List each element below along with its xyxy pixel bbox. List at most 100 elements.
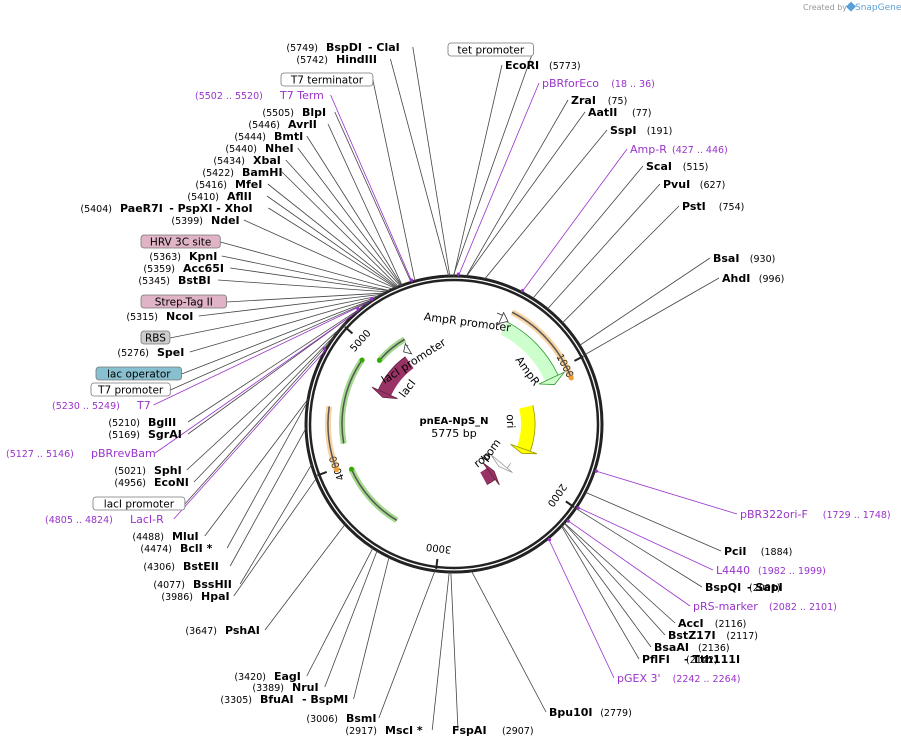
site-name: BclI * xyxy=(180,542,213,555)
site-ecori[interactable]: (5773)EcoRI xyxy=(505,59,581,72)
site-acc65i[interactable]: (5359)Acc65I xyxy=(143,262,224,275)
site-eagi[interactable]: (3420)EagI xyxy=(234,670,301,683)
primer-pbr322ori-f[interactable]: (1729 .. 1748)pBR322ori-F xyxy=(594,469,891,521)
site-bcli[interactable]: (4474)BclI * xyxy=(140,542,212,555)
site-pshai[interactable]: (3647)PshAI xyxy=(185,624,259,637)
leader-line xyxy=(181,297,377,375)
leader-line xyxy=(585,491,722,552)
site-xbai[interactable]: (5434)XbaI xyxy=(213,154,280,167)
leader-line xyxy=(226,400,309,549)
site-sspi[interactable]: (191)SspI xyxy=(610,124,672,137)
site-ncoi[interactable]: (5315)NcoI xyxy=(126,310,193,323)
site-bfuai[interactable]: (3305)BfuAI- BspMI xyxy=(220,693,348,706)
primer-laci-r[interactable]: (4805 .. 4824)LacI-R xyxy=(45,347,326,526)
primer-l4440[interactable]: (1982 .. 1999)L4440 xyxy=(576,506,826,577)
site-hpai[interactable]: (3986)HpaI xyxy=(161,590,229,603)
site-fspai[interactable]: (2907)FspAI xyxy=(452,724,534,737)
primer-pbrforeco[interactable]: (18 .. 36)pBRforEco xyxy=(456,77,655,276)
site-nhei[interactable]: (5440)NheI xyxy=(225,142,293,155)
box-t7-terminator[interactable]: T7 terminator xyxy=(280,72,374,87)
site-paer7i[interactable]: (5404)PaeR7I- PspXI - XhoI xyxy=(80,202,252,215)
site-ahdi[interactable]: (996)AhdI xyxy=(722,272,784,285)
site-kpni[interactable]: (5363)KpnI xyxy=(149,250,217,263)
site-aflii[interactable]: (5410)AflII xyxy=(187,190,251,203)
site-name: BspQI xyxy=(705,581,741,594)
site-aatii[interactable]: (77)AatII xyxy=(588,106,652,119)
site-bglii[interactable]: (5210)BglII xyxy=(108,416,176,429)
site-psti[interactable]: (754)PstI xyxy=(682,200,744,213)
box-frame xyxy=(140,330,171,345)
site-sgrai[interactable]: (5169)SgrAI xyxy=(108,428,181,441)
site-alias: - Tth111I xyxy=(684,653,740,666)
primer-pbrrevbam[interactable]: (5127 .. 5146)pBRrevBam xyxy=(6,307,360,460)
site-pflfi[interactable]: (2142)PflFI- Tth111I xyxy=(642,653,740,666)
primer-prs-marker[interactable]: (2082 .. 2101)pRS-marker xyxy=(566,519,837,613)
site-bsmi[interactable]: (3006)BsmI xyxy=(306,712,376,725)
site-position: (4488) xyxy=(132,532,164,543)
site-pvui[interactable]: (627)PvuI xyxy=(663,178,725,191)
leader-line xyxy=(306,135,403,286)
site-bstz17i[interactable]: (2117)BstZ17I xyxy=(668,629,758,642)
site-position: (5410) xyxy=(187,192,219,203)
primer-marker xyxy=(369,297,374,301)
leader-line xyxy=(575,507,703,588)
primer-t7[interactable]: (5230 .. 5249)T7 xyxy=(52,297,374,412)
primer-t7-term[interactable]: (5502 .. 5520)T7 Term xyxy=(195,89,414,282)
site-bmti[interactable]: (5444)BmtI xyxy=(234,130,303,143)
leader-lines xyxy=(153,46,738,731)
site-bspdi[interactable]: (5749)BspDI- ClaI xyxy=(286,41,399,54)
site-bspqi[interactable]: (2001)BspQI- SapI xyxy=(705,581,783,594)
site-msci[interactable]: (2917)MscI * xyxy=(345,724,423,737)
box-t7-promoter[interactable]: T7 promoter xyxy=(90,382,171,397)
primer-pgex-3[interactable]: (2242 .. 2264)pGEX 3' xyxy=(547,538,741,685)
primer-marker xyxy=(322,347,326,351)
site-bsshii[interactable]: (4077)BssHII xyxy=(153,578,231,591)
site-bsai[interactable]: (930)BsaI xyxy=(713,252,775,265)
site-ndei[interactable]: (5399)NdeI xyxy=(171,214,239,227)
site-name: EcoNI xyxy=(154,476,189,489)
feature-laci-body xyxy=(378,356,414,396)
site-mlui[interactable]: (4488)MluI xyxy=(132,530,198,543)
box-frame xyxy=(280,72,374,87)
box-hrv-3c-site[interactable]: HRV 3C site xyxy=(140,234,221,249)
box-tet-promoter[interactable]: tet promoter xyxy=(447,42,534,57)
box-strep-tag-ii[interactable]: Strep-Tag II xyxy=(140,294,227,309)
site-position: (5742) xyxy=(296,55,328,66)
primer-marker xyxy=(594,469,598,473)
box-lac-operator[interactable]: lac operator xyxy=(95,366,182,381)
tick-label: 3000 xyxy=(425,541,452,555)
credit-prefix: Created by xyxy=(803,3,847,12)
site-scai[interactable]: (515)ScaI xyxy=(646,160,708,173)
site-bsaai[interactable]: (2136)BsaAI xyxy=(654,641,730,654)
site-blpi[interactable]: (5505)BlpI xyxy=(262,106,326,119)
box-laci-promoter[interactable]: lacI promoter xyxy=(92,496,186,511)
box-rbs[interactable]: RBS xyxy=(140,330,171,345)
site-nrui[interactable]: (3389)NruI xyxy=(252,681,318,694)
site-position: (5399) xyxy=(171,216,203,227)
site-position: (5359) xyxy=(143,264,175,275)
site-hindiii[interactable]: (5742)HindIII xyxy=(296,53,377,66)
site-spei[interactable]: (5276)SpeI xyxy=(117,346,184,359)
site-zrai[interactable]: (75)ZraI xyxy=(571,94,627,107)
site-pcii[interactable]: (1884)PciI xyxy=(724,545,792,558)
site-name: AhdI xyxy=(722,272,750,285)
site-position: (2779) xyxy=(600,708,632,719)
site-name: BsmI xyxy=(346,712,377,725)
site-name: BstZ17I xyxy=(668,629,716,642)
site-bamhi[interactable]: (5422)BamHI xyxy=(202,166,282,179)
site-econi[interactable]: (4956)EcoNI xyxy=(114,476,188,489)
site-acci[interactable]: (2116)AccI xyxy=(678,617,746,630)
site-bsteii[interactable]: (4306)BstEII xyxy=(143,560,218,573)
primer-amp-r[interactable]: (427 .. 446)Amp-R xyxy=(520,143,728,293)
plasmid-size: 5775 bp xyxy=(431,427,476,440)
box-label: lacI promoter xyxy=(104,499,175,511)
site-avrii[interactable]: (5446)AvrII xyxy=(248,118,317,131)
leader-line xyxy=(267,183,398,288)
site-bstbi[interactable]: (5345)BstBI xyxy=(138,274,210,287)
site-position: (5021) xyxy=(114,466,146,477)
site-mfei[interactable]: (5416)MfeI xyxy=(195,178,262,191)
site-name: AatII xyxy=(588,106,617,119)
leader-line xyxy=(198,293,384,317)
site-sphi[interactable]: (5021)SphI xyxy=(114,464,181,477)
site-bpu10i[interactable]: (2779)Bpu10I xyxy=(549,706,632,719)
